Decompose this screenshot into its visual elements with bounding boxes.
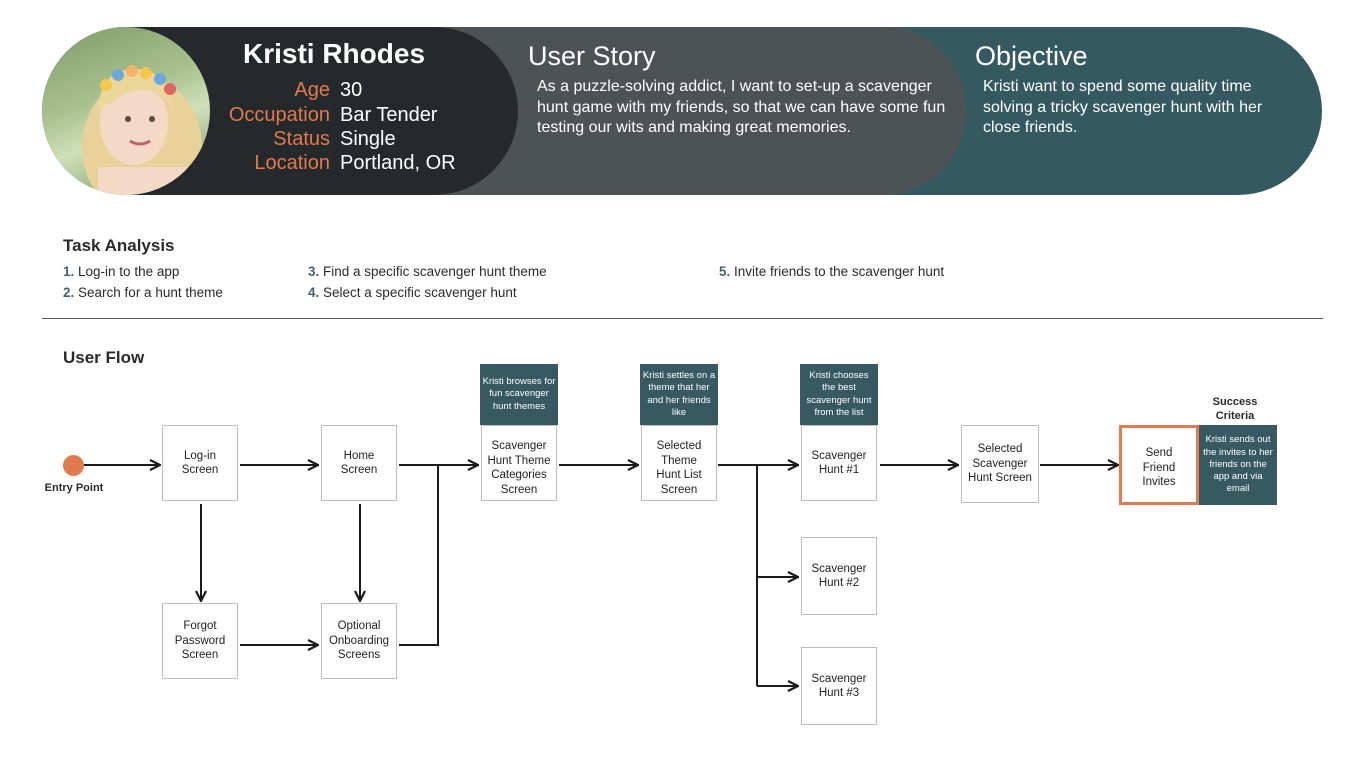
entry-point-label: Entry Point [44, 482, 104, 494]
note-text: Kristi browses for fun scavenger hunt th… [482, 376, 556, 412]
persona-avatar [42, 27, 210, 195]
task-number: 5. [719, 264, 731, 279]
flow-note-hunt-1: Kristi chooses the best scavenger hunt f… [800, 364, 878, 425]
node-label: Optional Onboarding Screens [328, 620, 390, 662]
section-divider [42, 318, 1323, 319]
flow-node-hunt-2: Scavenger Hunt #2 [801, 537, 877, 615]
flow-node-onboarding: Optional Onboarding Screens [321, 603, 397, 679]
success-criteria-note: Kristi sends out the invites to her frie… [1199, 425, 1277, 505]
task-number: 3. [308, 264, 320, 279]
flow-node-forgot-password: Forgot Password Screen [162, 603, 238, 679]
note-text: Kristi settles on a theme that her and h… [642, 369, 716, 418]
task-item: 3. Find a specific scavenger hunt theme [308, 264, 547, 279]
persona-field-value: Single [340, 128, 396, 150]
node-label: Send Friend Invites [1142, 447, 1176, 489]
persona-field-value: 30 [340, 79, 363, 101]
flow-node-selected-hunt: Selected Scavenger Hunt Screen [961, 425, 1039, 503]
task-item: 5. Invite friends to the scavenger hunt [719, 264, 944, 279]
task-item: 1. Log-in to the app [63, 264, 179, 279]
persona-field-key: Occupation [228, 104, 330, 126]
user-story-title: User Story [528, 41, 656, 71]
flow-node-login: Log-in Screen [162, 425, 238, 501]
persona-name: Kristi Rhodes [242, 38, 426, 69]
task-analysis-title: Task Analysis [63, 236, 175, 255]
persona-field-value: Bar Tender [340, 104, 438, 126]
persona-field-key: Age [294, 79, 330, 101]
flow-node-hunt-1: Scavenger Hunt #1 [801, 425, 877, 501]
flow-note-categories: Kristi browses for fun scavenger hunt th… [480, 364, 558, 425]
task-item: 2. Search for a hunt theme [63, 285, 223, 300]
task-number: 2. [63, 285, 75, 300]
note-text: Kristi chooses the best scavenger hunt f… [806, 369, 872, 418]
node-label: Forgot Password Screen [174, 620, 226, 662]
user-story-body: As a puzzle-solving addict, I want to se… [537, 78, 946, 136]
task-number: 1. [63, 264, 75, 279]
task-text: Search for a hunt theme [78, 285, 223, 300]
flow-node-hunt-3: Scavenger Hunt #3 [801, 647, 877, 725]
node-label: Scavenger Hunt Theme Categories Screen [487, 440, 551, 496]
node-label: Scavenger Hunt #2 [811, 562, 867, 590]
persona-field-key: Status [273, 128, 330, 150]
flow-node-home: Home Screen [321, 425, 397, 501]
task-text: Select a specific scavenger hunt [323, 285, 517, 300]
node-label: Home Screen [340, 449, 378, 477]
objective-body: Kristi want to spend some quality time s… [983, 78, 1263, 136]
persona-field-key: Location [254, 152, 330, 174]
flow-node-theme-hunt-list: Selected Theme Hunt List Screen [641, 425, 717, 501]
task-item: 4. Select a specific scavenger hunt [308, 285, 517, 300]
task-text: Log-in to the app [78, 264, 180, 279]
task-text: Find a specific scavenger hunt theme [323, 264, 547, 279]
flow-node-send-invites: Send Friend Invites [1119, 425, 1199, 505]
node-label: Scavenger Hunt #1 [811, 449, 867, 477]
user-flow-title: User Flow [63, 348, 145, 367]
node-label: Selected Theme Hunt List Screen [656, 440, 702, 496]
flow-node-theme-categories: Scavenger Hunt Theme Categories Screen [481, 425, 557, 501]
persona-field-value: Portland, OR [340, 152, 456, 174]
task-text: Invite friends to the scavenger hunt [734, 264, 945, 279]
node-label: Scavenger Hunt #3 [811, 672, 867, 700]
entry-point-marker [63, 455, 84, 476]
success-criteria-label: Success Criteria [1212, 396, 1258, 422]
task-number: 4. [308, 285, 320, 300]
objective-title: Objective [975, 41, 1088, 71]
node-label: Selected Scavenger Hunt Screen [968, 443, 1032, 485]
note-text: Kristi sends out the invites to her frie… [1203, 434, 1273, 495]
flow-note-theme-list: Kristi settles on a theme that her and h… [640, 364, 718, 425]
connector-onboarding-up [399, 465, 439, 646]
node-label: Log-in Screen [181, 449, 219, 477]
